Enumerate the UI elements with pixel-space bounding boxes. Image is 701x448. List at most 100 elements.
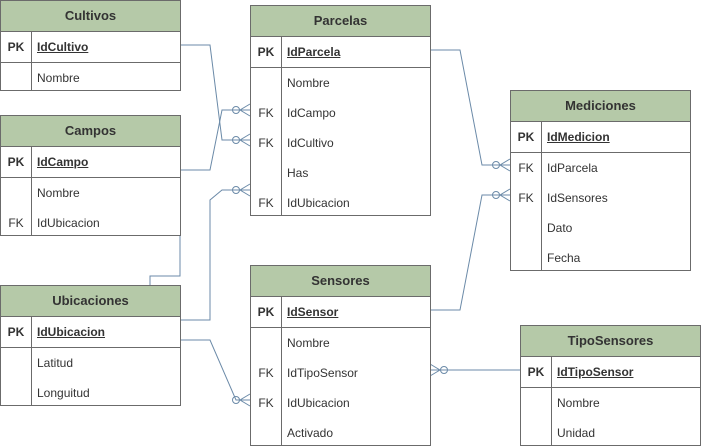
entity-title: Campos [1,116,180,147]
optional-circle-sensores-idubicacion [232,396,240,404]
field-name: IdParcela [287,45,341,59]
crowfoot-sensores-idtiposensor [429,363,441,377]
connector-parcelas-mediciones [430,49,510,166]
key-marker: PK [7,155,25,169]
field-name: IdUbicacion [37,325,106,339]
key-marker [521,418,551,448]
key-marker: PK [527,365,545,379]
entity-row: PK IdMedicion [511,122,690,153]
entity-row: Nombre [1,178,180,208]
key-column-divider [551,356,552,445]
crowfoot-parcelas-idubicacion [239,183,251,197]
key-column-divider [31,316,32,405]
entity-parcelas[interactable]: Parcelas PK IdParcela Nombre FK IdCampo … [250,5,431,216]
connector-ubicaciones-sensores [180,339,250,401]
entity-row: FK IdUbicacion [251,188,430,218]
key-marker: FK [258,106,274,120]
entity-title: TipoSensores [521,326,700,357]
entity-row: Longuitud [1,378,180,408]
entity-title: Sensores [251,266,430,297]
key-marker [251,328,281,358]
entity-tiposensores[interactable]: TipoSensores PK IdTipoSensor Nombre Unid… [520,325,701,446]
field-name: IdMedicion [547,130,610,144]
field-name: IdUbicacion [287,196,350,210]
optional-circle-mediciones-idparcela [492,161,500,169]
field-name: Has [287,166,309,180]
field-name: Nombre [557,396,600,410]
entity-mediciones[interactable]: Mediciones PK IdMedicion FK IdParcela FK… [510,90,691,271]
entity-title: Cultivos [1,1,180,32]
entity-row: PK IdTipoSensor [521,357,700,388]
key-marker: PK [517,130,535,144]
key-marker [521,388,551,418]
key-marker [1,63,31,93]
entity-row: PK IdCultivo [1,32,180,63]
crowfoot-parcelas-idcampo [239,103,251,117]
field-name: Nombre [287,336,330,350]
key-marker: FK [518,191,534,205]
field-name: Unidad [557,426,596,440]
field-name: IdCampo [287,106,336,120]
key-marker [511,213,541,243]
field-name: IdCultivo [37,40,89,54]
key-marker [1,178,31,208]
entity-row: PK IdSensor [251,297,430,328]
entity-sensores[interactable]: Sensores PK IdSensor Nombre FK IdTipoSen… [250,265,431,446]
field-name: IdCampo [37,155,89,169]
entity-cultivos[interactable]: Cultivos PK IdCultivo Nombre [0,0,181,91]
key-marker: PK [7,40,25,54]
entity-row: FK IdSensores [511,183,690,213]
field-name: Dato [547,221,573,235]
optional-circle-sensores-idtiposensor [440,366,448,374]
key-marker: FK [258,196,274,210]
field-name: Activado [287,426,334,440]
field-name: IdUbicacion [37,216,100,230]
entity-title: Mediciones [511,91,690,122]
entity-title: Ubicaciones [1,286,180,317]
entity-title: Parcelas [251,6,430,37]
field-name: IdUbicacion [287,396,350,410]
key-marker: PK [257,305,275,319]
entity-row: PK IdCampo [1,147,180,178]
key-column-divider [281,36,282,215]
key-marker [251,418,281,448]
key-column-divider [541,121,542,270]
entity-ubicaciones[interactable]: Ubicaciones PK IdUbicacion Latitud Longu… [0,285,181,406]
field-name: IdTipoSensor [287,366,358,380]
entity-row: Nombre [1,63,180,93]
connector-campos-parcelas [180,109,250,171]
optional-circle-mediciones-idsensores [492,191,500,199]
entity-row: Nombre [521,388,700,418]
entity-campos[interactable]: Campos PK IdCampo Nombre FK IdUbicacion [0,115,181,236]
optional-circle-parcelas-idcampo [232,106,240,114]
connector-sensores-mediciones [430,194,510,311]
optional-circle-parcelas-idcultivo [232,136,240,144]
field-name: Longuitud [37,386,90,400]
key-column-divider [281,296,282,445]
entity-row: Fecha [511,243,690,273]
field-name: Fecha [547,251,581,265]
key-marker [251,158,281,188]
entity-row: FK IdUbicacion [1,208,180,238]
entity-row: FK IdParcela [511,153,690,183]
entity-row: Activado [251,418,430,448]
key-column-divider [31,31,32,90]
key-marker [1,348,31,378]
key-column-divider [31,146,32,235]
entity-row: Dato [511,213,690,243]
field-name: IdCultivo [287,136,334,150]
key-marker: FK [258,136,274,150]
field-name: Nombre [37,186,80,200]
entity-row: Has [251,158,430,188]
entity-row: FK IdCampo [251,98,430,128]
entity-row: Nombre [251,68,430,98]
crowfoot-parcelas-idcultivo [239,133,251,147]
field-name: Latitud [37,356,74,370]
entity-row: Latitud [1,348,180,378]
connector-ubicaciones-parcelas [180,189,250,321]
entity-row: Unidad [521,418,700,448]
entity-row: PK IdParcela [251,37,430,68]
entity-row: PK IdUbicacion [1,317,180,348]
optional-circle-parcelas-idubicacion [232,186,240,194]
key-marker [1,378,31,408]
